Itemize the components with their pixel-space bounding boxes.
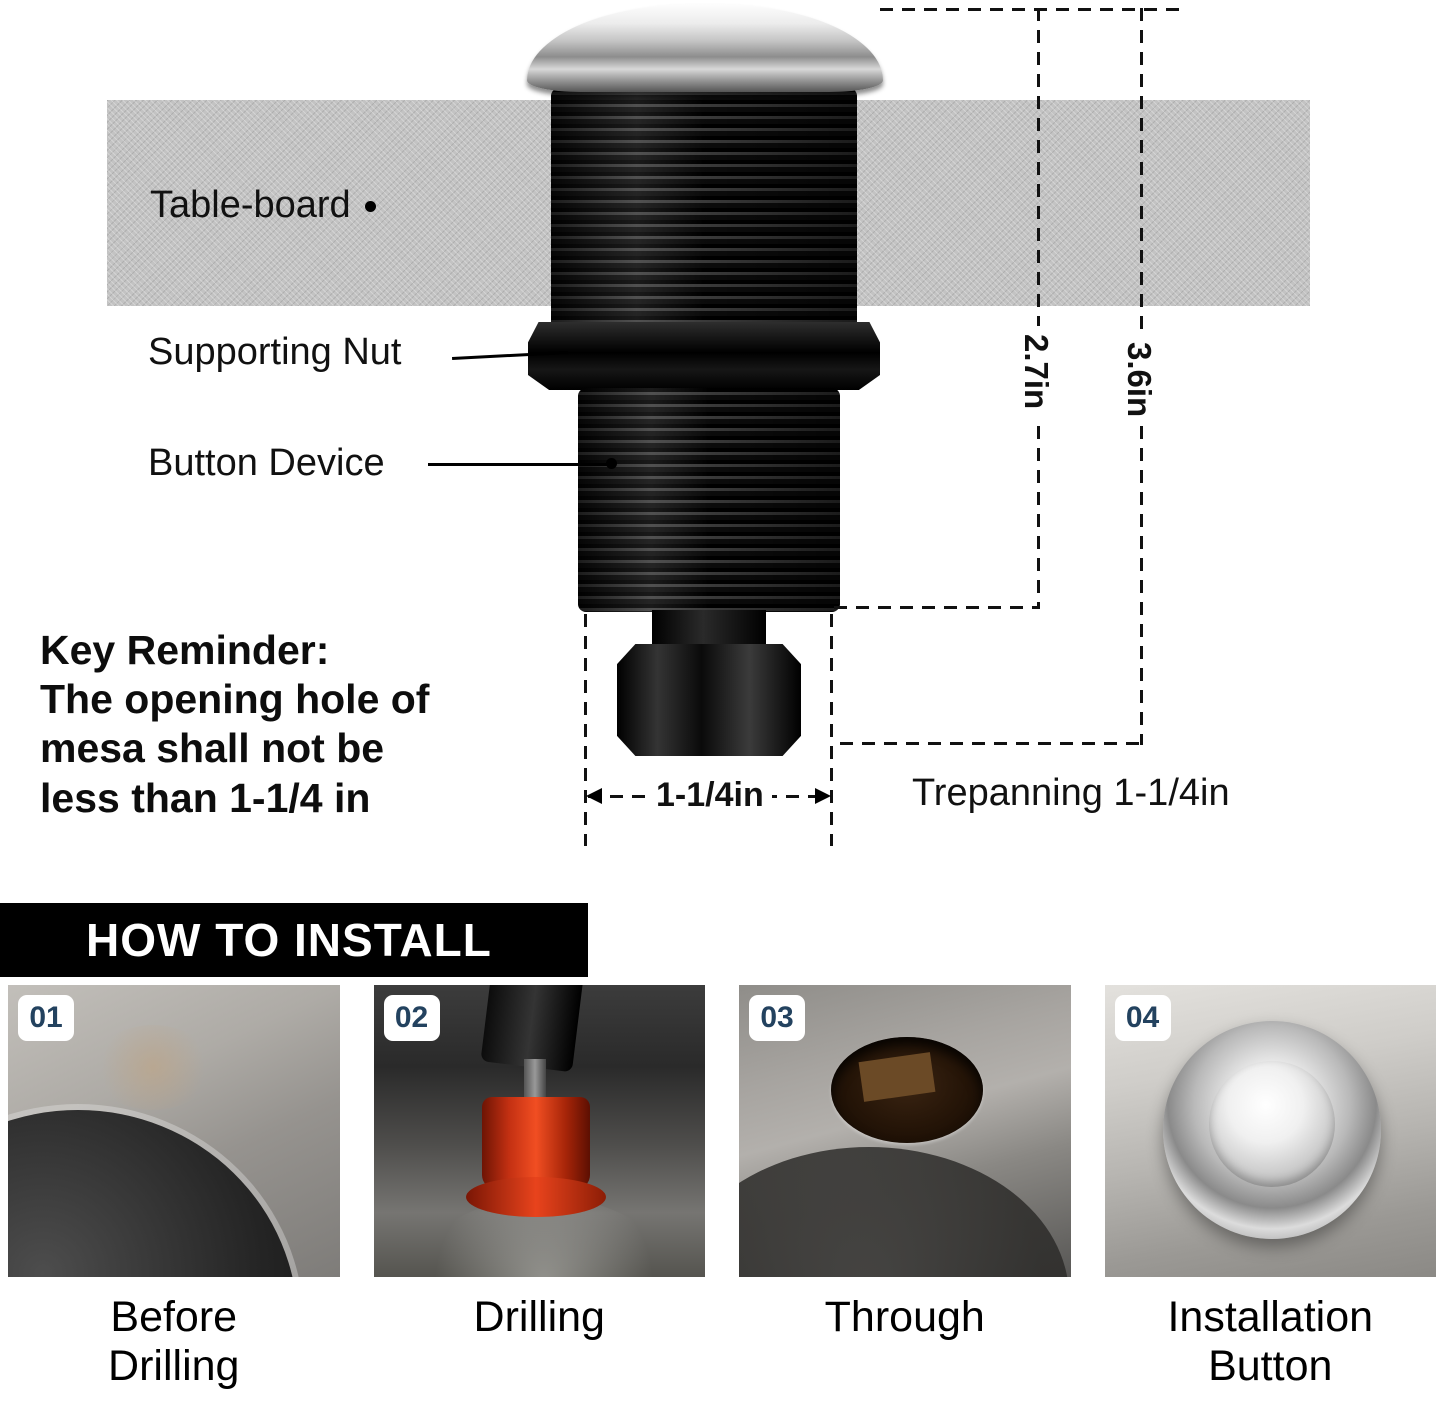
table-board-leader-dot: [364, 201, 376, 213]
drill-shaft-graphic: [523, 1059, 546, 1103]
button-device-label: Button Device: [148, 442, 385, 484]
step-photo-before-drilling: 01: [8, 985, 340, 1277]
step-photo-through: 03: [739, 985, 1071, 1277]
install-step-1: 01 Before Drilling: [8, 985, 340, 1392]
step-number-badge: 02: [383, 995, 440, 1041]
install-step-4: 04 Installation Button: [1104, 985, 1436, 1392]
supporting-nut-graphic: [528, 322, 880, 390]
dimension-arrow-right-icon: [815, 788, 831, 804]
step-caption: Installation Button: [1167, 1293, 1374, 1391]
dimension-label-2-7in: 2.7in: [1015, 326, 1057, 418]
step-photo-installation-button: 04: [1104, 985, 1436, 1277]
sink-bowl-graphic: [8, 1110, 298, 1277]
step-number-badge: 01: [18, 995, 74, 1041]
dimension-line-2-7in: [1037, 8, 1040, 609]
install-step-2: 02 Drilling: [373, 985, 705, 1392]
step-caption: Drilling: [473, 1293, 605, 1341]
lock-nut-graphic: [617, 644, 801, 756]
dimension-label-hole: 1-1/4in: [648, 776, 772, 815]
table-board-label: Table-board: [150, 184, 376, 227]
red-hole-saw-graphic: [481, 1097, 590, 1189]
table-board-label-text: Table-board: [150, 184, 351, 226]
install-steps-row: 01 Before Drilling 02 Drilling 03: [0, 985, 1444, 1392]
hole-saw-flange-graphic: [465, 1177, 606, 1217]
marked-spot-graphic: [93, 1025, 213, 1110]
key-reminder-line: The opening hole of: [40, 676, 430, 723]
supporting-nut-label: Supporting Nut: [148, 331, 402, 373]
step-caption: Through: [824, 1293, 985, 1341]
how-to-install-banner: HOW TO INSTALL: [0, 903, 588, 977]
dimension-arrow-left-icon: [586, 788, 602, 804]
button-device-body-graphic: [578, 388, 840, 612]
how-to-install-title: HOW TO INSTALL: [86, 914, 492, 966]
button-device-leader-line: [428, 463, 614, 466]
step-photo-drilling: 02: [373, 985, 705, 1277]
step-number-badge: 04: [1114, 995, 1171, 1041]
button-device-leader-dot: [606, 458, 617, 469]
dimension-line-top: [880, 8, 1186, 11]
trepanning-label: Trepanning 1-1/4in: [912, 772, 1230, 814]
key-reminder-line: less than 1-1/4 in: [40, 774, 371, 821]
dimension-line-device-bottom: [834, 606, 1040, 609]
install-step-3: 03 Through: [739, 985, 1071, 1392]
step-number-badge: 03: [749, 995, 805, 1041]
hole-extent-line-left: [584, 614, 587, 846]
key-reminder-text: Key Reminder: The opening hole of mesa s…: [40, 626, 429, 823]
key-reminder-line: Key Reminder:: [40, 627, 330, 673]
connector-neck-graphic: [652, 610, 766, 648]
dimension-label-3-6in: 3.6in: [1118, 334, 1160, 426]
dimension-line-nut-bottom: [840, 742, 1144, 745]
installed-button-dome-graphic: [1208, 1061, 1335, 1187]
chrome-button-cap-graphic: [527, 4, 883, 92]
hole-extent-line-right: [830, 614, 833, 846]
threaded-stem-upper-graphic: [551, 88, 857, 334]
key-reminder-line: mesa shall not be: [40, 725, 385, 772]
step-caption: Before Drilling: [108, 1293, 240, 1391]
sink-bowl-graphic: [739, 1147, 1069, 1277]
